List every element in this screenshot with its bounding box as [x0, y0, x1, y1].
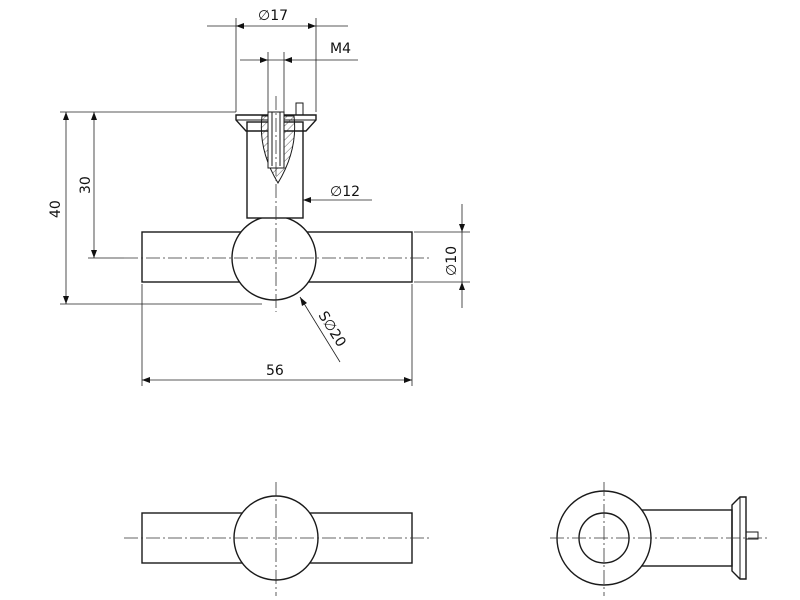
side-view-pin	[745, 531, 759, 540]
d12-label: ∅12	[330, 184, 360, 200]
front-view	[124, 96, 430, 312]
len56-label: 56	[266, 363, 284, 379]
h30-label: 30	[78, 176, 94, 194]
sphere-leader	[299, 296, 341, 363]
top-view	[124, 482, 430, 596]
d10-label: ∅10	[444, 246, 460, 276]
pin-outline	[295, 102, 304, 116]
d17-label: ∅17	[258, 8, 288, 24]
h40-label: 40	[48, 200, 64, 218]
m4-label: M4	[330, 41, 351, 57]
side-view	[550, 482, 768, 596]
